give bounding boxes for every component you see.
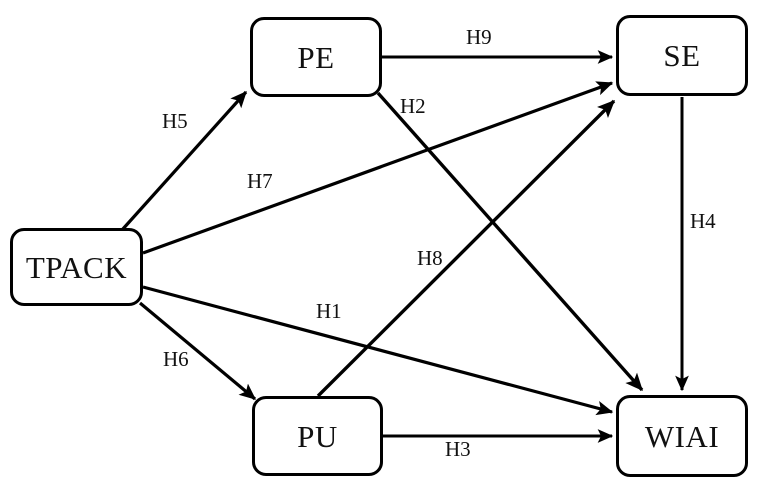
edge-h8-line [316, 99, 616, 398]
node-pu-label: PU [297, 418, 338, 454]
node-wiai-label: WIAI [644, 418, 720, 454]
edge-label-h5: H5 [162, 109, 188, 133]
edge-label-h2: H2 [400, 94, 426, 118]
edge-label-h3: H3 [445, 437, 471, 461]
edge-label-h7: H7 [247, 169, 273, 193]
node-tpack-label: TPACK [25, 249, 128, 285]
node-pe[interactable]: PE [250, 17, 382, 97]
edge-h6-line [138, 301, 257, 401]
node-pe-label: PE [297, 39, 335, 75]
edge-h7-line [142, 81, 614, 255]
node-pu[interactable]: PU [252, 396, 383, 476]
node-se-label: SE [663, 38, 701, 73]
edge-label-h9: H9 [466, 25, 492, 49]
edge-label-h1: H1 [316, 299, 342, 323]
edge-h1-line [142, 285, 614, 416]
node-se[interactable]: SE [616, 15, 748, 96]
edge-h5-line [120, 90, 248, 232]
node-wiai[interactable]: WIAI [616, 395, 748, 477]
edge-label-h8: H8 [417, 246, 443, 270]
node-tpack[interactable]: TPACK [10, 228, 143, 306]
edge-label-h4: H4 [690, 209, 716, 233]
edge-label-h6: H6 [163, 347, 189, 371]
edge-h2-line [376, 91, 644, 392]
